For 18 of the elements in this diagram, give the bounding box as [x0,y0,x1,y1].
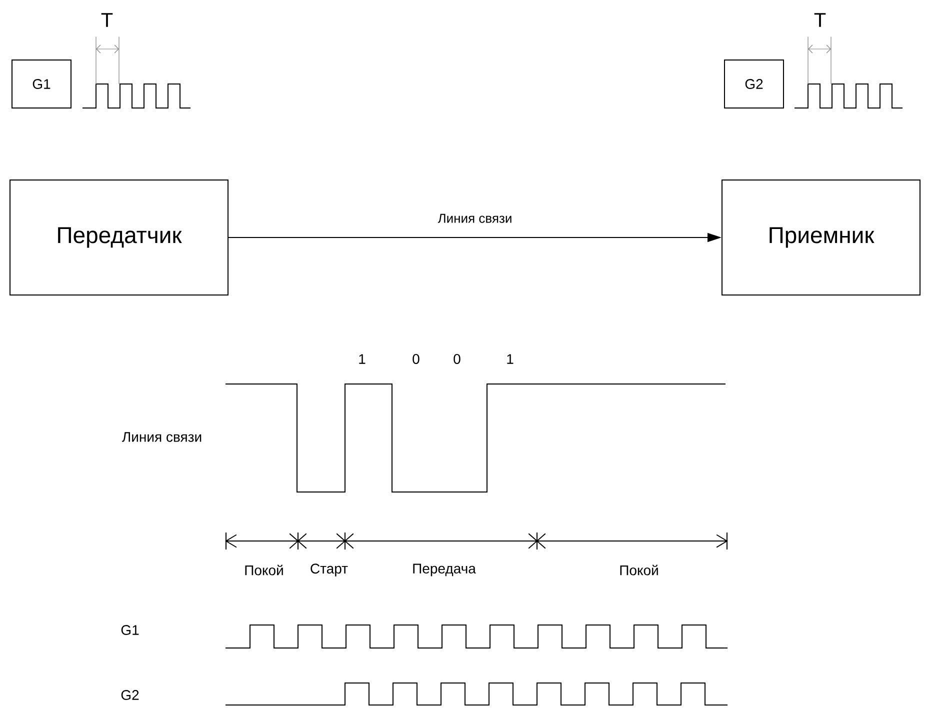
period-label: T [101,13,113,27]
transmitter-box: Передатчик [10,180,228,296]
phase-label: Передача [413,564,476,576]
signal-label: G2 [121,690,139,700]
bit-value: 0 [454,354,460,364]
bit-value: 1 [507,354,514,364]
signal-label: Линия связи [122,432,202,442]
edge-label: Линия связи [436,212,514,225]
phase-label: Покой [245,564,283,576]
generator-box: G1 [12,60,72,108]
bit-value: 1 [359,354,366,364]
receiver-box: Приемник [722,180,921,296]
phase-label: Старт [310,564,348,576]
signal-label: G1 [121,625,139,635]
phase-label: Покой [620,564,658,576]
bit-value: 0 [412,354,420,364]
period-label: T [814,13,826,27]
generator-box: G2 [724,60,784,108]
